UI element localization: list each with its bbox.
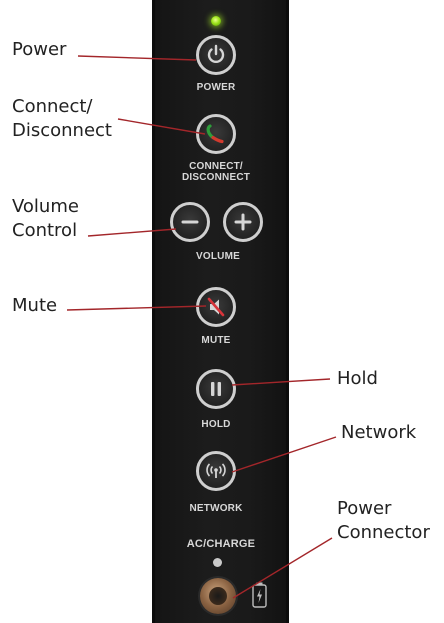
power-indicator-led <box>211 16 221 26</box>
battery-charging-icon <box>252 582 267 608</box>
power-connector-port[interactable] <box>200 578 236 614</box>
ac-charge-label: AC/CHARGE <box>186 538 256 550</box>
speaker-muted-icon <box>207 297 225 317</box>
minus-icon <box>181 220 199 224</box>
volume-label: VOLUME <box>196 251 240 262</box>
callout-power-connector: Power Connector <box>337 497 430 545</box>
pause-icon <box>211 382 221 396</box>
panel-right-edge <box>286 0 289 623</box>
callout-hold: Hold <box>337 368 378 389</box>
callout-mute: Mute <box>12 295 58 316</box>
connect-disconnect-label: CONNECT/ DISCONNECT <box>176 161 256 183</box>
callout-network: Network <box>341 422 417 443</box>
mute-button[interactable] <box>196 287 236 327</box>
network-button-label: NETWORK <box>189 503 243 514</box>
charge-indicator-dot <box>213 558 222 567</box>
connect-label-line1: CONNECT/ <box>189 161 243 172</box>
callout-volume-line1: Volume <box>12 196 79 217</box>
phone-handset-icon <box>206 124 224 144</box>
callout-power-connector-line2: Connector <box>337 522 430 543</box>
callout-connect-line2: Disconnect <box>12 120 112 141</box>
wireless-signal-icon <box>206 463 226 478</box>
panel-left-edge <box>152 0 155 623</box>
network-button[interactable] <box>196 451 236 491</box>
power-button[interactable] <box>196 35 236 75</box>
volume-down-button[interactable] <box>170 202 210 242</box>
power-connector-socket <box>209 587 227 605</box>
volume-up-button[interactable] <box>223 202 263 242</box>
callout-connect-disconnect: Connect/ Disconnect <box>12 95 112 143</box>
connect-disconnect-button[interactable] <box>196 114 236 154</box>
callout-connect-line1: Connect/ <box>12 96 93 117</box>
plus-icon <box>234 213 252 231</box>
callout-volume-control: Volume Control <box>12 195 79 243</box>
connect-label-line2: DISCONNECT <box>181 172 251 183</box>
mute-button-label: MUTE <box>201 335 231 346</box>
hold-button[interactable] <box>196 369 236 409</box>
hold-button-label: HOLD <box>201 419 231 430</box>
callout-volume-line2: Control <box>12 220 78 241</box>
callout-power-connector-line1: Power <box>337 498 392 519</box>
power-button-label: POWER <box>196 82 236 93</box>
power-icon <box>207 44 225 64</box>
callout-power: Power <box>12 39 67 60</box>
